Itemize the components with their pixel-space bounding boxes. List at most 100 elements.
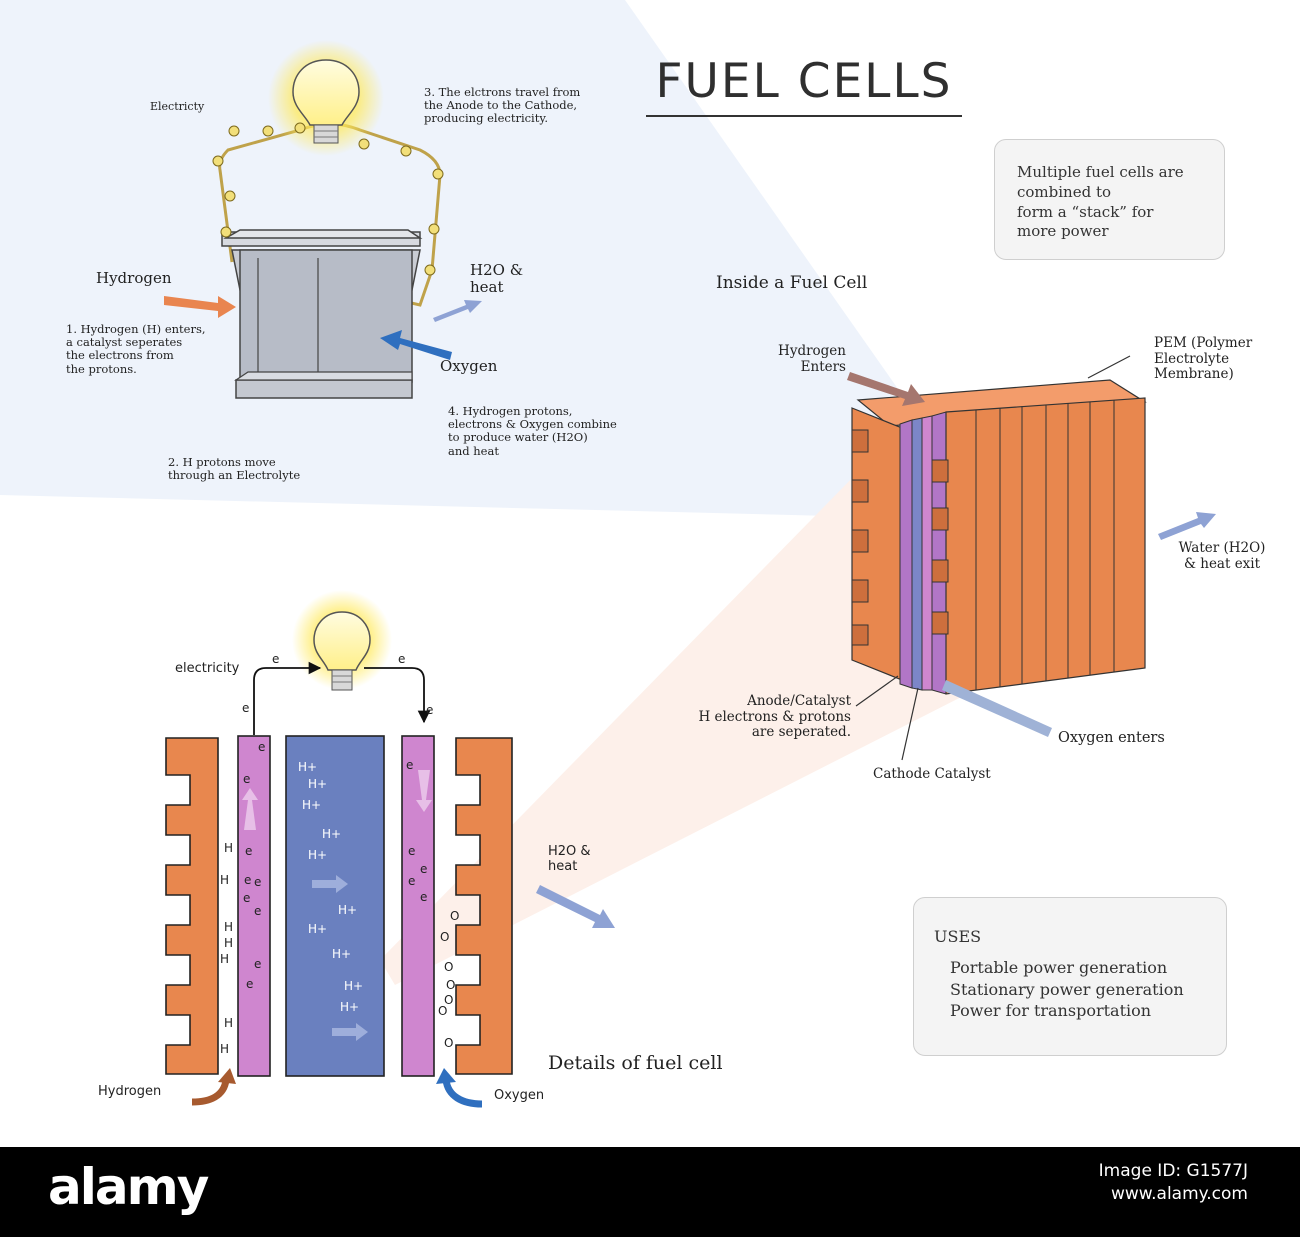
details-circuit-left xyxy=(253,661,322,735)
bottom-lightbulb-icon xyxy=(313,611,371,691)
stack-info-line: Multiple fuel cells are xyxy=(1017,163,1184,181)
electron-label: e xyxy=(408,844,416,858)
proton-label: H+ xyxy=(308,848,328,862)
bottom-projection-cone xyxy=(380,470,975,985)
top-fuel-cell xyxy=(164,40,482,399)
hydrogen-atom-label: H xyxy=(224,841,234,855)
proton-label: H+ xyxy=(338,903,358,917)
electron-label: e xyxy=(272,652,280,666)
hydrogen-atom-label: H xyxy=(220,873,230,887)
details-hydrogen-arrow xyxy=(191,1079,230,1106)
cathode-catalyst-label: Cathode Catalyst xyxy=(873,766,991,782)
stack-info-line: combined to xyxy=(1017,182,1112,201)
brand-logo: alamy xyxy=(48,1158,209,1216)
stack-hydrogen-arrow xyxy=(847,372,925,406)
inside-title: Inside a Fuel Cell xyxy=(716,273,868,293)
oxygen-atom-label: O xyxy=(444,993,454,1007)
water-exit-label: Water (H2O)& heat exit xyxy=(1178,540,1266,572)
electron-label: e xyxy=(406,758,414,772)
proton-label: H+ xyxy=(322,827,342,841)
fuel-cell-details xyxy=(165,590,615,1108)
footer-bar xyxy=(0,1147,1300,1237)
stack-water-arrow xyxy=(1158,512,1216,540)
h2o-out-arrow xyxy=(433,300,482,322)
hydrogen-atom-label: H xyxy=(224,1016,234,1030)
electron-label: e xyxy=(254,904,262,918)
uses-item: Power for transportation xyxy=(950,1001,1152,1021)
step4-text: 4. Hydrogen protons,electrons & Oxygen c… xyxy=(448,404,617,458)
uses-item: Stationary power generation xyxy=(950,979,1184,999)
details-oxygen-arrow xyxy=(442,1079,483,1108)
details-h2o-arrow xyxy=(536,885,615,928)
details-electricity-label: electricity xyxy=(175,661,240,676)
circuit-electrons xyxy=(212,122,444,276)
electron-label: e xyxy=(420,890,428,904)
stack-oxygen-arrow xyxy=(942,680,1052,737)
details-circuit-right xyxy=(364,667,431,724)
proton-label: H+ xyxy=(340,1000,360,1014)
fuel-cell-stack xyxy=(847,355,1216,761)
uses-box: USES Portable power generation Stationar… xyxy=(913,897,1227,1056)
oxygen-enters-label: Oxygen enters xyxy=(1058,730,1165,746)
anode-plate xyxy=(165,737,219,1075)
top-h2o-label: H2O &heat xyxy=(470,261,524,297)
oxygen-atom-label: O xyxy=(444,960,454,974)
electron-label: e xyxy=(254,957,262,971)
proton-label: H+ xyxy=(344,979,364,993)
stack-info-box: Multiple fuel cells are combined to form… xyxy=(994,139,1225,260)
hydrogen-atom-label: H xyxy=(220,952,230,966)
hydrogen-atom-label: H xyxy=(224,920,234,934)
electron-label: e xyxy=(426,703,434,717)
proton-label: H+ xyxy=(308,922,328,936)
details-h2o-label: H2O &heat xyxy=(548,844,591,874)
uses-item: Portable power generation xyxy=(950,958,1168,978)
electron-label: e xyxy=(408,874,416,888)
hydrogen-in-arrow xyxy=(164,296,236,318)
page-title: FUEL CELLS xyxy=(646,54,962,117)
proton-label: H+ xyxy=(298,760,318,774)
electrolyte xyxy=(285,735,385,1077)
electron-label: e xyxy=(243,772,251,786)
proton-label: H+ xyxy=(302,798,322,812)
stack-info-line: form a “stack” for xyxy=(1017,202,1154,221)
oxygen-atom-label: O xyxy=(450,909,460,923)
details-title: Details of fuel cell xyxy=(548,1052,723,1074)
top-hydrogen-label: Hydrogen xyxy=(96,269,172,287)
cathode-catalyst xyxy=(401,735,435,1077)
hydrogen-atom-label: H xyxy=(224,936,234,950)
electron-label: e xyxy=(245,844,253,858)
electron-label: e xyxy=(254,875,262,889)
electron-label: e xyxy=(244,873,252,887)
electron-label: e xyxy=(242,701,250,715)
electron-label: e xyxy=(398,652,406,666)
uses-title: USES xyxy=(934,927,982,946)
proton-label: H+ xyxy=(308,777,328,791)
hydrogen-atom-label: H xyxy=(220,1042,230,1056)
electron-label: e xyxy=(258,740,266,754)
electron-label: e xyxy=(420,862,428,876)
top-lightbulb-icon xyxy=(292,59,360,144)
cathode-plate xyxy=(455,737,513,1075)
oxygen-atom-label: O xyxy=(446,978,456,992)
electricity-label: Electricty xyxy=(150,100,205,113)
top-oxygen-label: Oxygen xyxy=(440,357,498,375)
electron-label: e xyxy=(246,977,254,991)
oxygen-atom-label: O xyxy=(444,1036,454,1050)
details-hydrogen-label: Hydrogen xyxy=(98,1084,162,1099)
anode-catalyst xyxy=(237,735,271,1077)
oxygen-in-arrow xyxy=(380,330,452,360)
stack-info-line: more power xyxy=(1017,222,1109,241)
electron-label: e xyxy=(243,891,251,905)
oxygen-atom-label: O xyxy=(440,930,450,944)
proton-label: H+ xyxy=(332,947,352,961)
step1-text: 1. Hydrogen (H) enters,a catalyst sepera… xyxy=(66,322,206,376)
oxygen-atom-label: O xyxy=(438,1004,448,1018)
details-oxygen-label: Oxygen xyxy=(494,1088,545,1103)
